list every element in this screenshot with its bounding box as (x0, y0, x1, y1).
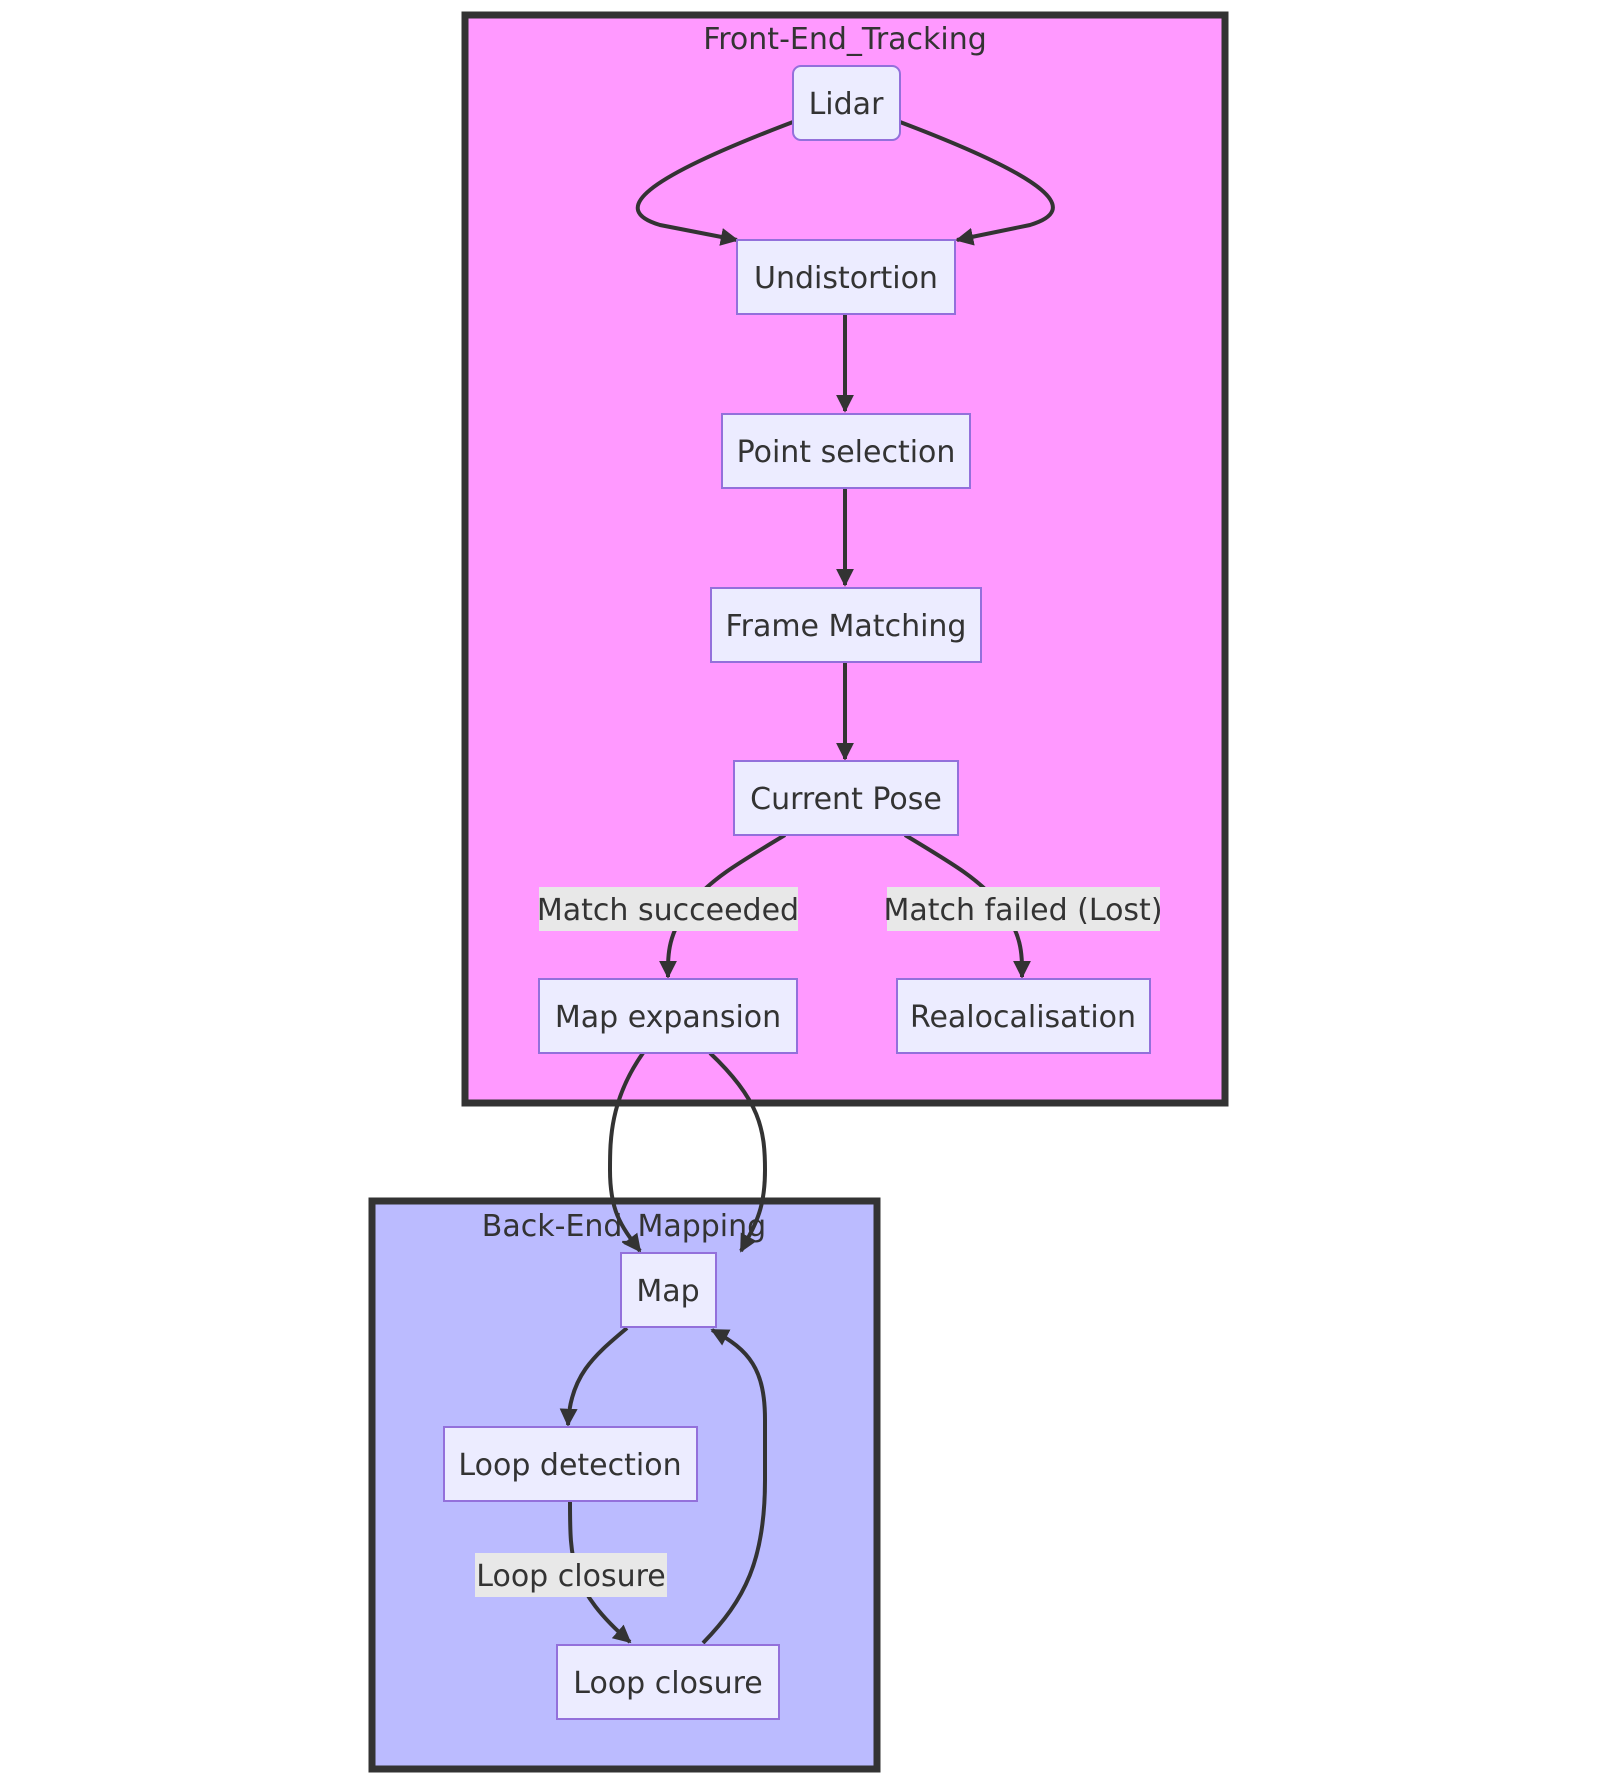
edge-label-bg (539, 887, 798, 931)
node-frame-matching-label: Frame Matching (726, 609, 967, 644)
node-realocalisation[interactable]: Realocalisation (896, 978, 1151, 1054)
edge-label-text: Loop closure (476, 1559, 665, 1594)
node-current-pose[interactable]: Current Pose (733, 760, 959, 836)
node-undistortion[interactable]: Undistortion (736, 239, 956, 315)
node-loop-detection-label: Loop detection (458, 1448, 681, 1483)
node-lidar-label: Lidar (809, 87, 884, 122)
node-map[interactable]: Map (620, 1252, 717, 1328)
node-map-expansion[interactable]: Map expansion (538, 978, 798, 1054)
edge-map-loop-detection (559, 1326, 629, 1427)
node-lidar[interactable]: Lidar (792, 65, 901, 141)
edge-map-expansion-map-left (607, 1051, 645, 1253)
edge-map-expansion-map-right (708, 1051, 768, 1253)
edge-lidar-undistortion-left (635, 120, 794, 246)
edge-label-text: Match failed (Lost) (883, 893, 1162, 928)
node-map-label: Map (636, 1274, 699, 1309)
node-point-selection[interactable]: Point selection (721, 413, 971, 489)
node-point-selection-label: Point selection (737, 435, 956, 470)
node-map-expansion-label: Map expansion (555, 1000, 781, 1035)
node-frame-matching[interactable]: Frame Matching (710, 587, 982, 663)
edge-label-match-succeeded: Match succeeded (537, 887, 799, 931)
edge-loop-closure-map (701, 1328, 767, 1645)
edge-label-bg (475, 1553, 667, 1597)
node-loop-closure[interactable]: Loop closure (556, 1644, 780, 1720)
node-current-pose-label: Current Pose (750, 782, 942, 817)
node-loop-closure-label: Loop closure (573, 1666, 762, 1701)
node-loop-detection[interactable]: Loop detection (443, 1426, 698, 1502)
edge-label-match-failed: Match failed (Lost) (883, 887, 1163, 931)
edge-lidar-undistortion-right (899, 120, 1055, 246)
node-realocalisation-label: Realocalisation (910, 1000, 1136, 1035)
edge-label-loop-closure: Loop closure (475, 1553, 667, 1597)
cluster-front-end-title: Front-End_Tracking (703, 22, 987, 57)
edge-label-text: Match succeeded (537, 893, 799, 928)
node-undistortion-label: Undistortion (754, 261, 938, 296)
edge-label-bg (887, 887, 1160, 931)
